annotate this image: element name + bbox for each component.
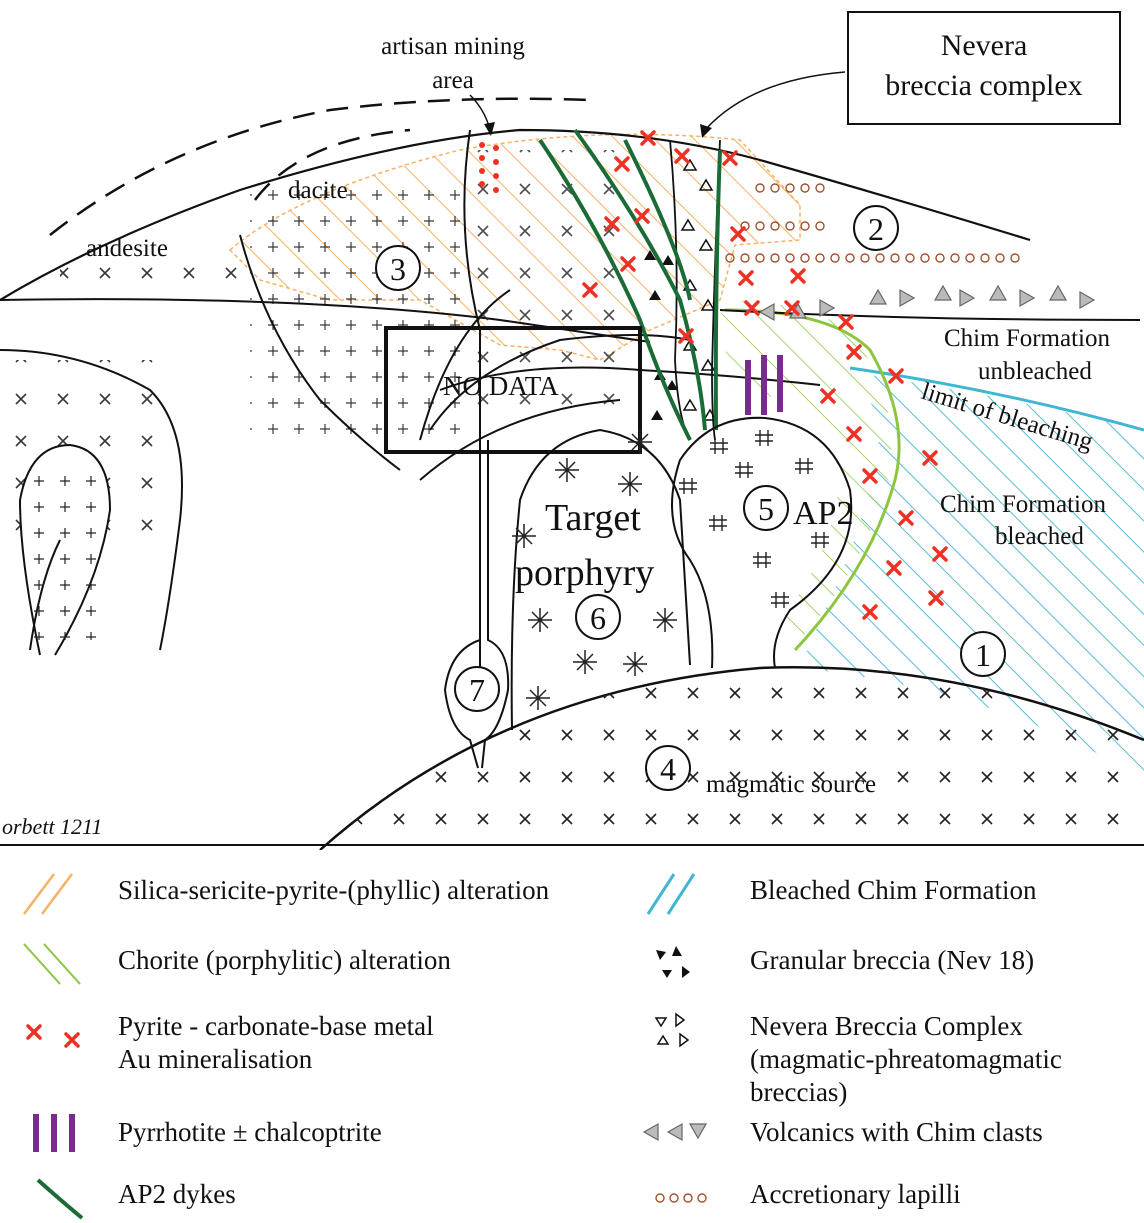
phyllic-hatch-icon — [20, 868, 80, 918]
nevera-title-line1: Nevera — [941, 29, 1028, 62]
legend-label-pyrite: Pyrite - carbonate-base metal Au mineral… — [118, 1010, 434, 1076]
legend-item-phyllic: Silica-sericite-pyrite-(phyllic) alterat… — [20, 874, 620, 934]
legend: Silica-sericite-pyrite-(phyllic) alterat… — [0, 860, 1144, 1220]
legend-label-dyke: AP2 dykes — [118, 1178, 236, 1211]
left-dome-plus-fill — [28, 460, 100, 640]
nevera-title-line2: breccia complex — [885, 69, 1082, 102]
legend-item-nevera: Nevera Breccia Complex (magmatic-phreato… — [640, 1010, 1140, 1120]
lapilli-icon — [654, 1180, 734, 1220]
ap2-label: AP2 — [793, 495, 853, 532]
artisan-label-1: artisan mining — [381, 33, 525, 60]
geologic-cross-section: Nevera breccia complex artisan mining ar… — [0, 0, 1144, 850]
number-6: 6 — [576, 595, 620, 639]
legend-label-pyrrhotite: Pyrrhotite ± chalcoptrite — [118, 1116, 382, 1149]
dyke-7 — [445, 440, 508, 768]
nevera-arrow — [705, 72, 845, 130]
legend-item-bleached: Bleached Chim Formation — [640, 874, 1140, 934]
svg-text:5: 5 — [758, 491, 774, 527]
svg-text:4: 4 — [660, 751, 676, 787]
no-data-label: NO DATA — [443, 371, 559, 401]
svg-text:6: 6 — [590, 600, 606, 636]
purple-bars-icon — [28, 1108, 98, 1158]
number-5: 5 — [744, 486, 788, 530]
number-3: 3 — [376, 246, 420, 290]
legend-item-chlorite: Chorite (porphylitic) alteration — [20, 944, 620, 1004]
magmatic-source-label: magmatic source — [706, 771, 876, 798]
legend-label-chlorite: Chorite (porphylitic) alteration — [118, 944, 451, 977]
legend-label-nevera: Nevera Breccia Complex (magmatic-phreato… — [750, 1010, 1062, 1109]
legend-label-phyllic: Silica-sericite-pyrite-(phyllic) alterat… — [118, 874, 549, 907]
svg-text:3: 3 — [390, 251, 406, 287]
chim-unbleached-label-2: unbleached — [978, 358, 1092, 385]
chim-bleached-label-2: bleached — [995, 523, 1084, 550]
svg-text:1: 1 — [975, 637, 991, 673]
legend-label-grey: Volcanics with Chim clasts — [750, 1116, 1043, 1149]
legend-item-dyke: AP2 dykes — [20, 1178, 620, 1218]
open-triangles-icon — [652, 1012, 712, 1062]
legend-label-granular: Granular breccia (Nev 18) — [750, 944, 1034, 977]
dacite-plus-fill — [250, 190, 470, 440]
target-label-1: Target — [545, 497, 641, 539]
legend-label-lapilli: Accretionary lapilli — [750, 1178, 961, 1211]
target-label-2: porphyry — [515, 552, 654, 594]
legend-label-bleached: Bleached Chim Formation — [750, 874, 1036, 907]
number-2: 2 — [854, 206, 898, 250]
svg-text:2: 2 — [868, 211, 884, 247]
artisan-label-2: area — [432, 67, 474, 94]
nevera-arrowhead — [700, 124, 712, 138]
chim-unbleached-label-1: Chim Formation — [944, 325, 1110, 352]
red-cross-icon — [20, 1014, 90, 1064]
grey-triangles-icon — [640, 1116, 720, 1156]
credit-label: orbett 1211 — [2, 814, 102, 839]
legend-item-pyrrhotite: Pyrrhotite ± chalcoptrite — [20, 1116, 620, 1166]
legend-item-granular: Granular breccia (Nev 18) — [640, 944, 1140, 1004]
chim-bleached-label-1: Chim Formation — [940, 491, 1106, 518]
number-7: 7 — [455, 667, 499, 711]
legend-item-grey: Volcanics with Chim clasts — [640, 1116, 1140, 1166]
blue-hatch-icon — [640, 868, 710, 918]
number-1: 1 — [961, 632, 1005, 676]
black-triangles-icon — [652, 944, 712, 989]
number-4: 4 — [646, 746, 690, 790]
green-dyke-icon — [34, 1178, 104, 1223]
andesite-label: andesite — [86, 235, 168, 262]
legend-item-pyrite: Pyrite - carbonate-base metal Au mineral… — [20, 1010, 620, 1090]
dacite-label: dacite — [288, 177, 348, 204]
legend-item-lapilli: Accretionary lapilli — [640, 1178, 1140, 1218]
chlorite-hatch-icon — [20, 938, 90, 988]
svg-text:7: 7 — [469, 672, 485, 708]
